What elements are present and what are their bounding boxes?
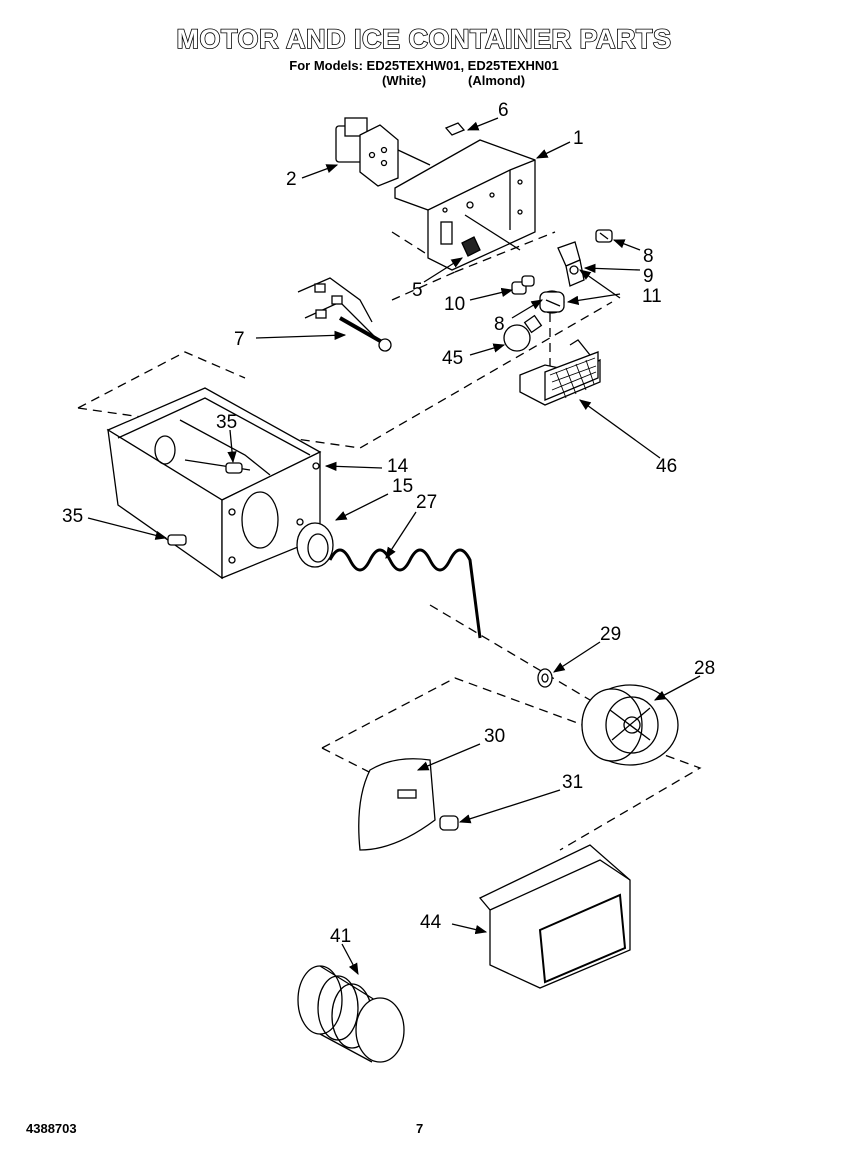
- variant-white: (White): [382, 73, 427, 88]
- callout-1: 1: [573, 128, 584, 149]
- part-11-lamp-socket: [539, 290, 565, 314]
- part-9-bracket: [557, 241, 585, 287]
- document-number: 4388703: [26, 1121, 77, 1136]
- callout-15: 15: [392, 476, 413, 497]
- callout-7: 7: [234, 329, 245, 350]
- callout-30: 30: [484, 726, 505, 747]
- callout-31: 31: [562, 772, 583, 793]
- part-10-screw: [511, 275, 535, 295]
- part-15-bushing: [296, 522, 334, 568]
- callout-46: 46: [656, 456, 677, 477]
- variant-almond: (Almond): [468, 73, 526, 88]
- part-30-cover: [358, 758, 436, 851]
- part-27-auger: [328, 548, 482, 639]
- part-29-nut: [537, 668, 553, 688]
- leader-arrows: [87, 117, 701, 976]
- callout-8-lower: 8: [494, 314, 505, 335]
- part-5-block: [461, 236, 481, 257]
- callout-11: 11: [642, 286, 662, 307]
- page-number: 7: [416, 1121, 424, 1136]
- callout-10: 10: [444, 294, 465, 315]
- callout-labels: 6 1 2 8 9 5 11 10 8 7 45 46 35 14 15 27 …: [62, 100, 715, 947]
- part-31-screw: [439, 815, 459, 831]
- part-44-chute-housing: [478, 844, 631, 989]
- part-41-grommet: [297, 965, 405, 1063]
- page-title: MOTOR AND ICE CONTAINER PARTS: [176, 23, 672, 55]
- callout-35-outer: 35: [62, 506, 83, 527]
- callout-9: 9: [643, 266, 654, 287]
- callout-2: 2: [286, 169, 297, 190]
- callout-29: 29: [600, 624, 621, 645]
- part-45-light-bulb: [503, 314, 543, 352]
- callout-44: 44: [420, 912, 442, 933]
- callout-41: 41: [330, 926, 351, 947]
- callout-6: 6: [498, 100, 509, 121]
- part-28-drive-wheel: [581, 684, 679, 766]
- part-2-motor: [335, 117, 431, 187]
- models-line: For Models: ED25TEXHW01, ED25TEXHN01: [289, 58, 559, 73]
- part-8-screw-upper: [595, 229, 613, 243]
- callout-28: 28: [694, 658, 715, 679]
- callout-35-inner: 35: [216, 412, 237, 433]
- part-46-mesh-shield: [519, 339, 601, 406]
- part-6-clip: [444, 122, 466, 136]
- part-1-motor-housing: [394, 139, 536, 271]
- callout-5: 5: [412, 280, 423, 301]
- callout-8-upper: 8: [643, 246, 654, 267]
- callout-27: 27: [416, 492, 437, 513]
- part-35-screw-inner: [225, 462, 243, 474]
- callout-14: 14: [387, 456, 409, 477]
- callout-45: 45: [442, 348, 463, 369]
- part-7-wire-harness: [297, 277, 392, 352]
- part-14-ice-container: [106, 387, 322, 580]
- part-35-screw-outer: [167, 534, 187, 546]
